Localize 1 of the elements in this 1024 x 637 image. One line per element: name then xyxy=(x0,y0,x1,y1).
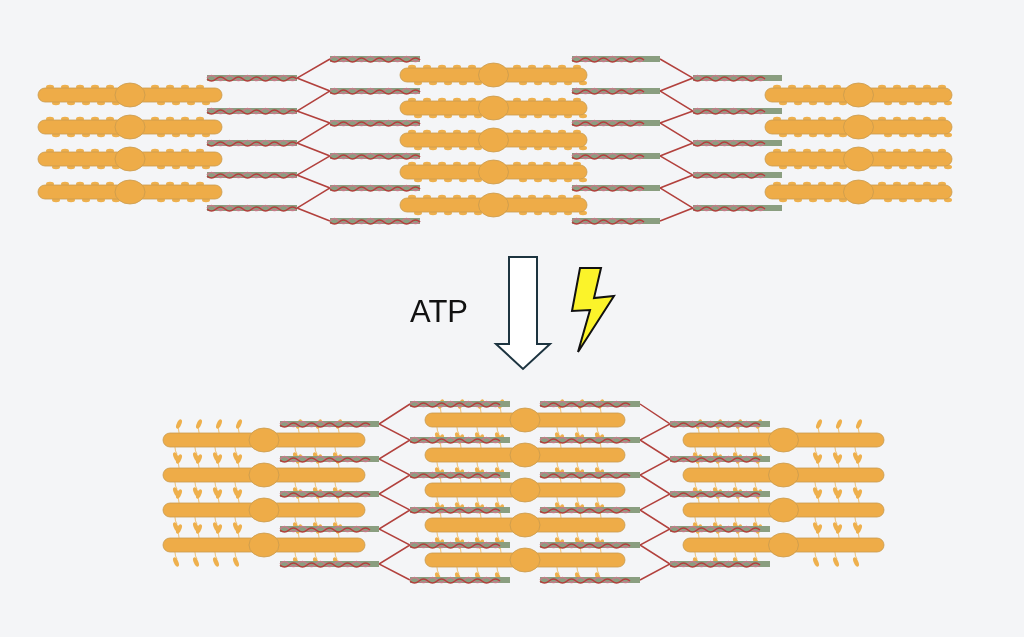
hollow-arrow xyxy=(493,256,553,371)
